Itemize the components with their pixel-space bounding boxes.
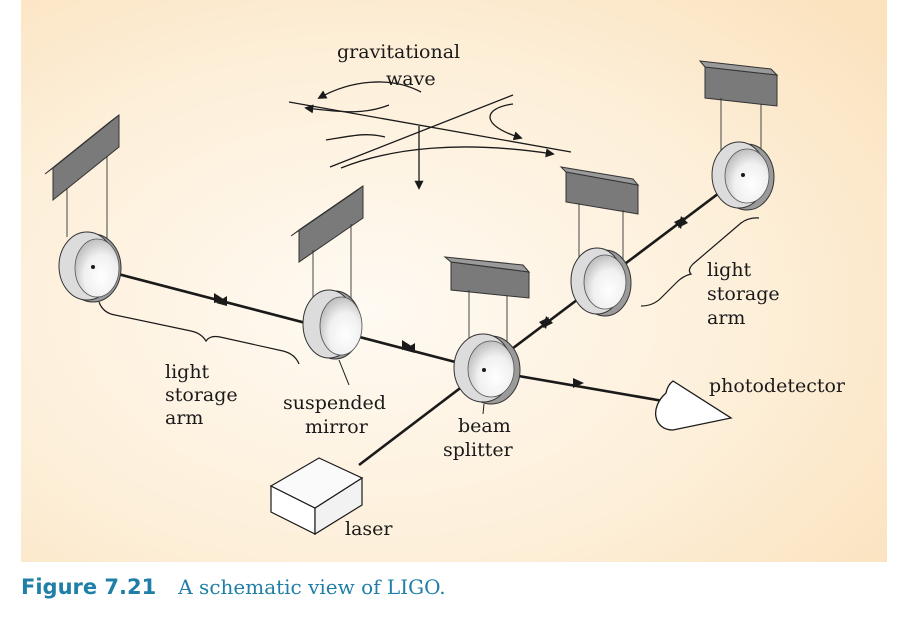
suspended-mirror-label: suspended: [283, 392, 386, 414]
light-storage-arm-label-left: arm: [165, 407, 203, 429]
laser-box: [269, 457, 364, 536]
beam-splitter: [453, 333, 521, 405]
gravitational-wave-label: wave: [386, 68, 436, 90]
suspension-block: [443, 256, 531, 345]
gravitational-wave-label: gravitational: [337, 41, 460, 63]
light-storage-arm-label-left: light: [165, 361, 210, 383]
figure-caption: Figure 7.21 A schematic view of LIGO.: [21, 575, 887, 615]
light-storage-arm-label-right: light: [707, 259, 752, 281]
light-storage-arm-brace-right: [640, 217, 760, 307]
figure-number: Figure 7.21: [21, 575, 157, 599]
photodetector: [655, 380, 733, 431]
ligo-diagram: gravitational wave light storage arm lig…: [21, 0, 887, 562]
beam-arrow: [214, 216, 688, 388]
suspended-mirror: [302, 289, 363, 360]
suspension-block: [44, 113, 120, 264]
figure-caption-text: A schematic view of LIGO.: [178, 575, 446, 599]
suspended-mirror-label: mirror: [305, 416, 369, 438]
end-mirror-left: [58, 231, 122, 303]
beam-splitter-label: splitter: [443, 439, 514, 461]
light-storage-arm-label-right: storage: [707, 283, 780, 305]
suspension-block: [698, 60, 779, 155]
beam-splitter-leader: [482, 403, 485, 415]
gravitational-wave-symbol: [288, 81, 572, 190]
beam-splitter-label: beam: [458, 415, 511, 437]
laser-label: laser: [345, 518, 393, 540]
suspended-mirror-leader: [338, 359, 350, 386]
inner-mirror-right: [570, 247, 632, 317]
photodetector-label: photodetector: [709, 375, 846, 397]
light-storage-arm-brace-left: [98, 301, 300, 365]
light-storage-arm-label-right: arm: [707, 307, 745, 329]
end-mirror-right: [711, 141, 775, 211]
suspension-block: [559, 166, 640, 262]
light-storage-arm-label-left: storage: [165, 384, 238, 406]
